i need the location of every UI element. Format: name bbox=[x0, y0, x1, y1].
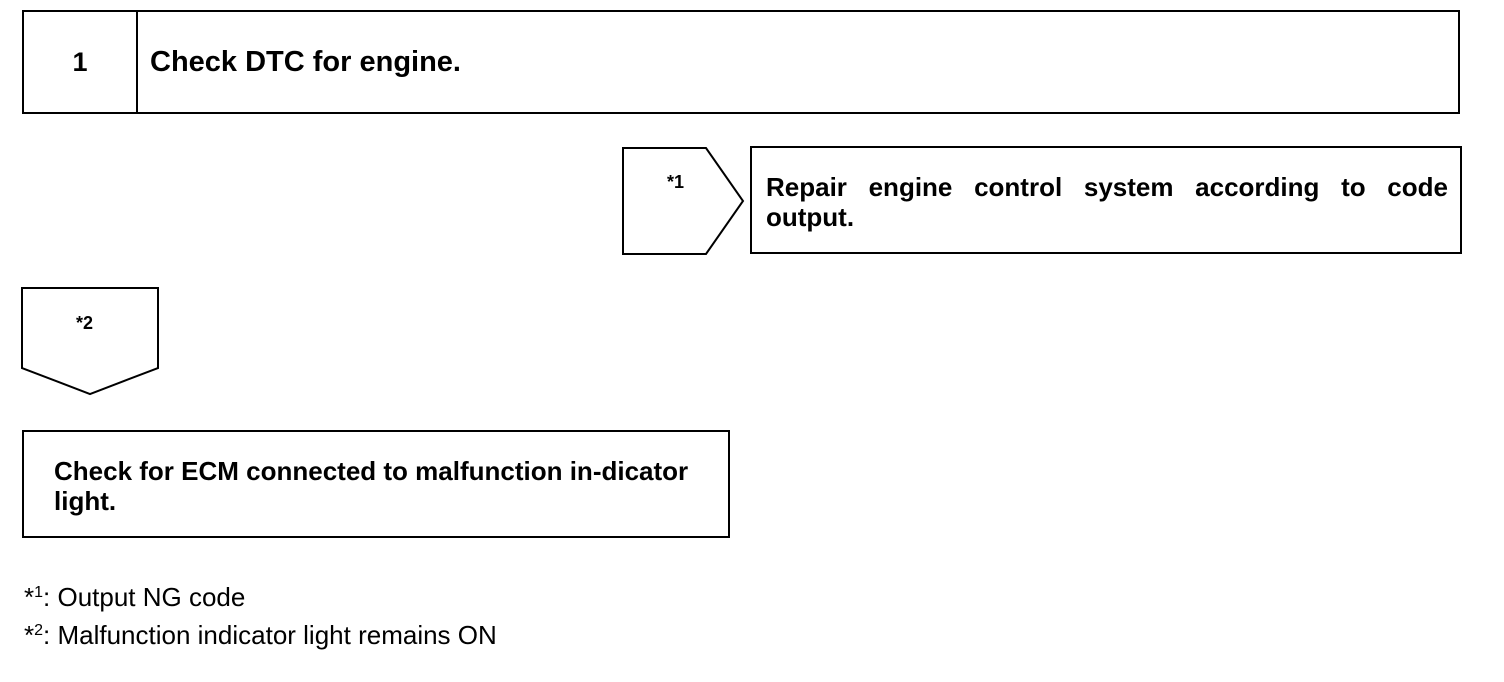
legend-sup-1: 1 bbox=[34, 584, 44, 601]
result-box: Repair engine control system according t… bbox=[750, 146, 1462, 254]
arrow-down-icon bbox=[21, 287, 159, 396]
step-box: 1 Check DTC for engine. bbox=[22, 10, 1460, 114]
legend-text-2: : Malfunction indicator light remains ON bbox=[43, 620, 497, 650]
branch-1-marker: *1 bbox=[667, 172, 685, 192]
legend-item-1: *1: Output NG code bbox=[24, 582, 246, 612]
step-title: Check DTC for engine. bbox=[150, 45, 461, 78]
legend-item-2: *2: Malfunction indicator light remains … bbox=[24, 620, 497, 650]
legend-sup-2: 2 bbox=[34, 622, 44, 639]
next-step-box: Check for ECM connected to malfunction i… bbox=[22, 430, 730, 538]
step-number: 1 bbox=[24, 12, 138, 112]
arrow-right-icon bbox=[622, 147, 745, 255]
branch-2-marker: *2 bbox=[76, 313, 94, 333]
legend-text-1: : Output NG code bbox=[43, 582, 246, 612]
